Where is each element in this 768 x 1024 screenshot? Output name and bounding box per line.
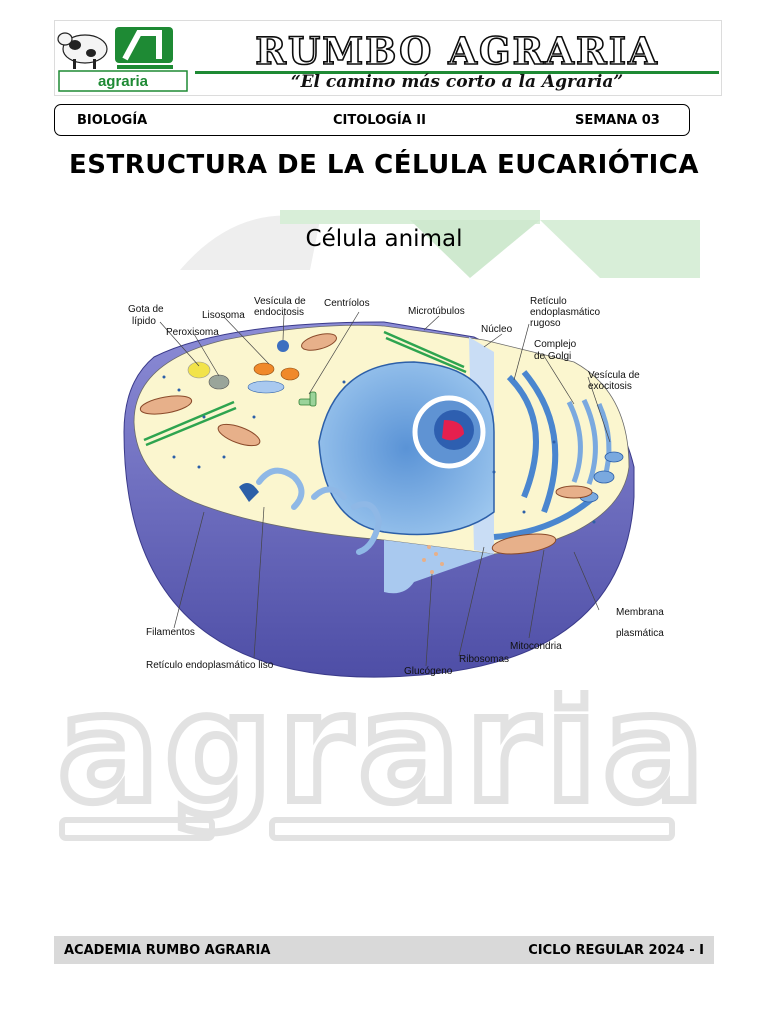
exocytosis-vesicles bbox=[579, 451, 624, 503]
label-vesicula-exocitosis-2: exocitosis bbox=[588, 381, 632, 392]
label-reticulo-liso: Retículo endoplasmático liso bbox=[146, 660, 274, 671]
subject-bar: BIOLOGÍA CITOLOGÍA II SEMANA 03 bbox=[54, 104, 690, 136]
rough-er bbox=[493, 370, 596, 540]
svg-text:agraria: agraria bbox=[98, 73, 149, 90]
brand-title: RUMBO AGRARIA bbox=[254, 29, 659, 73]
agraria-mark-icon bbox=[115, 27, 173, 69]
label-filamentos: Filamentos bbox=[146, 627, 195, 638]
watermark-top bbox=[180, 210, 700, 278]
peroxisome bbox=[208, 374, 230, 390]
label-rer-1: Retículo bbox=[530, 296, 567, 307]
animal-cell-diagram: Gota de lípido Lisosoma Peroxisoma Vesíc… bbox=[123, 296, 664, 678]
label-membrana-1: Membrana bbox=[616, 607, 664, 618]
footer-bar: ACADEMIA RUMBO AGRARIA CICLO REGULAR 202… bbox=[54, 936, 714, 964]
endocytic-vesicle bbox=[277, 340, 289, 352]
leader-lines bbox=[159, 311, 611, 667]
nucleolus bbox=[442, 420, 464, 441]
label-glucogeno: Glucógeno bbox=[404, 666, 453, 677]
mitochondria bbox=[139, 333, 593, 555]
footer-academy: ACADEMIA RUMBO AGRARIA bbox=[64, 943, 271, 958]
label-centriolos: Centríolos bbox=[324, 298, 370, 309]
label-nucleo: Núcleo bbox=[481, 324, 513, 335]
label-gota-lipido-2: lípido bbox=[132, 316, 156, 327]
label-rer-3: rugoso bbox=[530, 318, 561, 329]
microtubules bbox=[143, 330, 467, 447]
cutaway-wall bbox=[384, 540, 494, 594]
nucleus bbox=[318, 361, 495, 536]
centrioles bbox=[298, 391, 317, 407]
brand-slogan: “El camino más corto a la Agraria” bbox=[290, 72, 624, 92]
label-ribosomas: Ribosomas bbox=[459, 654, 509, 665]
course-label: BIOLOGÍA bbox=[77, 113, 148, 128]
week-label: SEMANA 03 bbox=[575, 113, 660, 128]
agraria-watermark: agraria bbox=[54, 690, 710, 841]
smooth-er bbox=[256, 467, 383, 555]
label-vesicula-endocitosis-1: Vesícula de bbox=[254, 296, 306, 307]
header-banner: agraria RUMBO AGRARIA “El camino más cor… bbox=[54, 20, 722, 96]
label-gota-lipido-1: Gota de bbox=[128, 304, 164, 315]
label-mitocondria: Mitocondria bbox=[510, 641, 562, 652]
footer-cycle: CICLO REGULAR 2024 - I bbox=[528, 943, 704, 958]
section-title: Célula animal bbox=[305, 226, 463, 252]
label-vesicula-exocitosis-1: Vesícula de bbox=[588, 370, 640, 381]
label-rer-2: endoplasmático bbox=[530, 307, 600, 318]
ribosomes bbox=[162, 375, 596, 524]
page-title: ESTRUCTURA DE LA CÉLULA EUCARIÓTICA bbox=[69, 150, 699, 180]
lipid-droplet bbox=[187, 361, 211, 379]
svg-text:agraria: agraria bbox=[58, 690, 710, 836]
label-vesicula-endocitosis-2: endocitosis bbox=[254, 307, 304, 318]
label-membrana-2: plasmática bbox=[616, 628, 664, 639]
agraria-logo: agraria bbox=[55, 21, 191, 95]
label-peroxisoma: Peroxisoma bbox=[166, 327, 219, 338]
lysosomes bbox=[253, 362, 300, 381]
banner-rule bbox=[195, 71, 719, 74]
label-lisosoma: Lisosoma bbox=[202, 310, 245, 321]
glycogen bbox=[422, 545, 444, 574]
label-golgi-2: de Golgi bbox=[534, 351, 571, 362]
cow-icon bbox=[57, 32, 108, 69]
label-golgi-1: Complejo bbox=[534, 339, 577, 350]
topic-label: CITOLOGÍA II bbox=[333, 113, 426, 128]
label-microtubulos: Microtúbulos bbox=[408, 306, 465, 317]
